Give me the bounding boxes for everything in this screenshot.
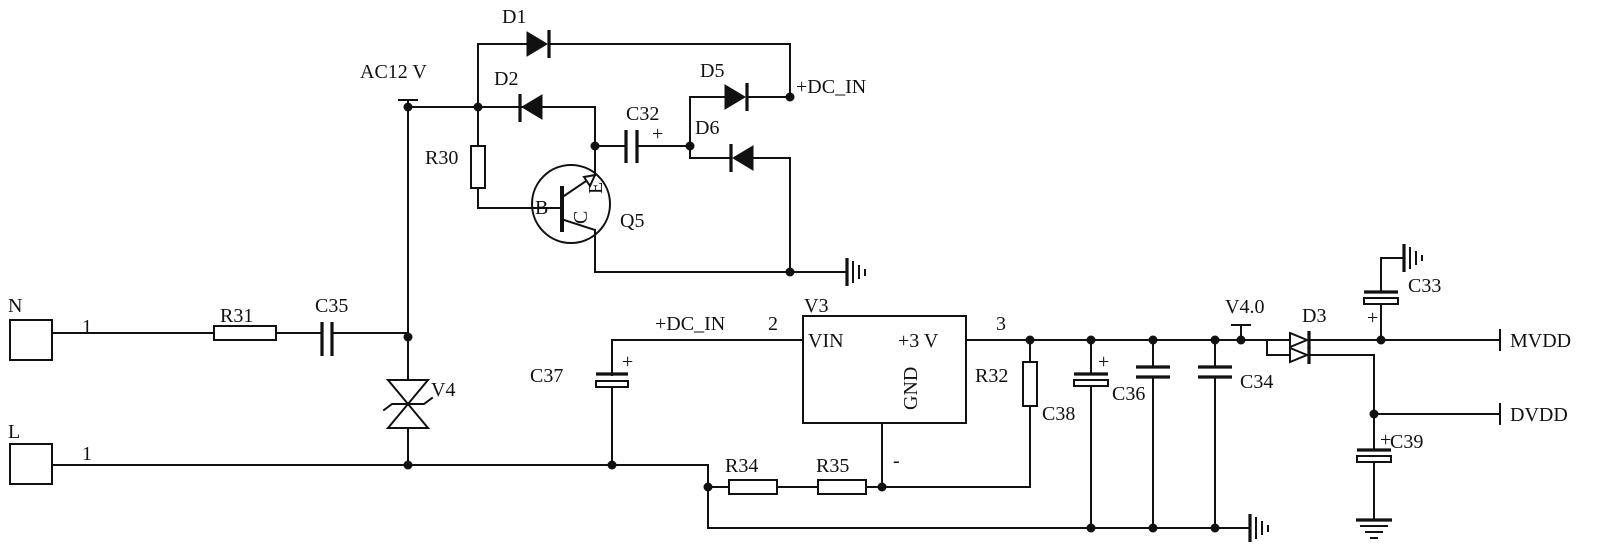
label-c33-plus: + bbox=[1367, 307, 1378, 329]
label-pin-n: 1 bbox=[82, 316, 92, 338]
diode-d5 bbox=[724, 83, 749, 111]
label-minus: - bbox=[893, 450, 900, 472]
label-l: L bbox=[8, 421, 20, 443]
label-ac12v: AC12 V bbox=[360, 61, 427, 83]
label-c33: C33 bbox=[1408, 275, 1441, 297]
ground-symbol-rail bbox=[1248, 514, 1269, 542]
label-d1: D1 bbox=[502, 6, 526, 28]
label-c39: C39 bbox=[1390, 431, 1423, 453]
label-pin3: 3 bbox=[996, 313, 1006, 335]
label-c32: C32 bbox=[626, 103, 659, 125]
connector-n bbox=[9, 319, 53, 361]
capacitor-c39 bbox=[1356, 448, 1392, 463]
resistor-r31 bbox=[213, 325, 277, 341]
capacitor-c34 bbox=[1198, 365, 1232, 379]
connector-l bbox=[9, 443, 53, 485]
label-c34: C34 bbox=[1240, 371, 1273, 393]
label-d2: D2 bbox=[494, 68, 518, 90]
capacitor-c37 bbox=[595, 372, 629, 388]
ground-symbol-c33 bbox=[1402, 244, 1423, 272]
label-r35: R35 bbox=[816, 455, 849, 477]
diode-d1 bbox=[526, 30, 551, 58]
junction-dots bbox=[403, 92, 1386, 533]
label-pin-l: 1 bbox=[82, 443, 92, 465]
label-q5-b: B bbox=[535, 197, 548, 219]
label-c32-plus: + bbox=[652, 123, 663, 145]
capacitor-c36 bbox=[1136, 365, 1170, 379]
label-n: N bbox=[8, 295, 22, 317]
label-d5: D5 bbox=[700, 60, 724, 82]
diode-d6 bbox=[729, 144, 754, 172]
labels: N L 1 1 AC12 V D1 D2 D5 D6 +DC_IN C32 + … bbox=[8, 6, 1571, 477]
regulator-v3 bbox=[802, 315, 967, 424]
capacitor-c35 bbox=[320, 322, 334, 356]
capacitor-c33 bbox=[1363, 290, 1399, 305]
tvs-diode-v4 bbox=[382, 379, 434, 429]
label-q5-e: E bbox=[585, 182, 607, 194]
label-r32: R32 bbox=[975, 365, 1008, 387]
transistor-q5 bbox=[531, 164, 611, 244]
label-mvdd: MVDD bbox=[1510, 330, 1571, 352]
label-dvdd: DVDD bbox=[1510, 404, 1568, 426]
label-q5-c: C bbox=[570, 211, 592, 224]
label-c37-plus: + bbox=[622, 351, 633, 373]
resistor-r30 bbox=[470, 145, 486, 189]
label-dc-in-reg: +DC_IN bbox=[655, 313, 725, 335]
label-dc-in-top: +DC_IN bbox=[796, 76, 866, 98]
ground-symbol-c39 bbox=[1356, 518, 1392, 539]
ground-symbol-q5 bbox=[845, 258, 866, 286]
capacitor-c32 bbox=[624, 130, 639, 163]
label-q5: Q5 bbox=[620, 210, 644, 232]
wires bbox=[51, 43, 1501, 529]
resistor-r34 bbox=[728, 479, 778, 495]
label-c35: C35 bbox=[315, 295, 348, 317]
label-out3v: +3 V bbox=[898, 330, 939, 352]
label-pin2: 2 bbox=[768, 313, 778, 335]
label-c38-plus: + bbox=[1098, 351, 1109, 373]
label-r30: R30 bbox=[425, 147, 458, 169]
label-d6: D6 bbox=[695, 117, 719, 139]
label-v40: V4.0 bbox=[1225, 296, 1264, 318]
label-v3: V3 bbox=[804, 295, 828, 317]
label-c39-plus: + bbox=[1380, 429, 1391, 451]
diode-d3 bbox=[1289, 331, 1311, 364]
label-c38: C38 bbox=[1042, 403, 1075, 425]
label-vin: VIN bbox=[808, 330, 844, 352]
label-r31: R31 bbox=[220, 305, 253, 327]
label-gnd: GND bbox=[900, 367, 922, 410]
label-v4: V4 bbox=[431, 379, 455, 401]
resistor-r35 bbox=[817, 479, 867, 495]
label-d3: D3 bbox=[1302, 305, 1326, 327]
diode-d2 bbox=[518, 94, 543, 122]
resistor-r32 bbox=[1022, 361, 1038, 407]
capacitor-c38 bbox=[1073, 372, 1109, 387]
label-c37: C37 bbox=[530, 365, 563, 387]
label-c36: C36 bbox=[1112, 383, 1145, 405]
label-r34: R34 bbox=[725, 455, 758, 477]
